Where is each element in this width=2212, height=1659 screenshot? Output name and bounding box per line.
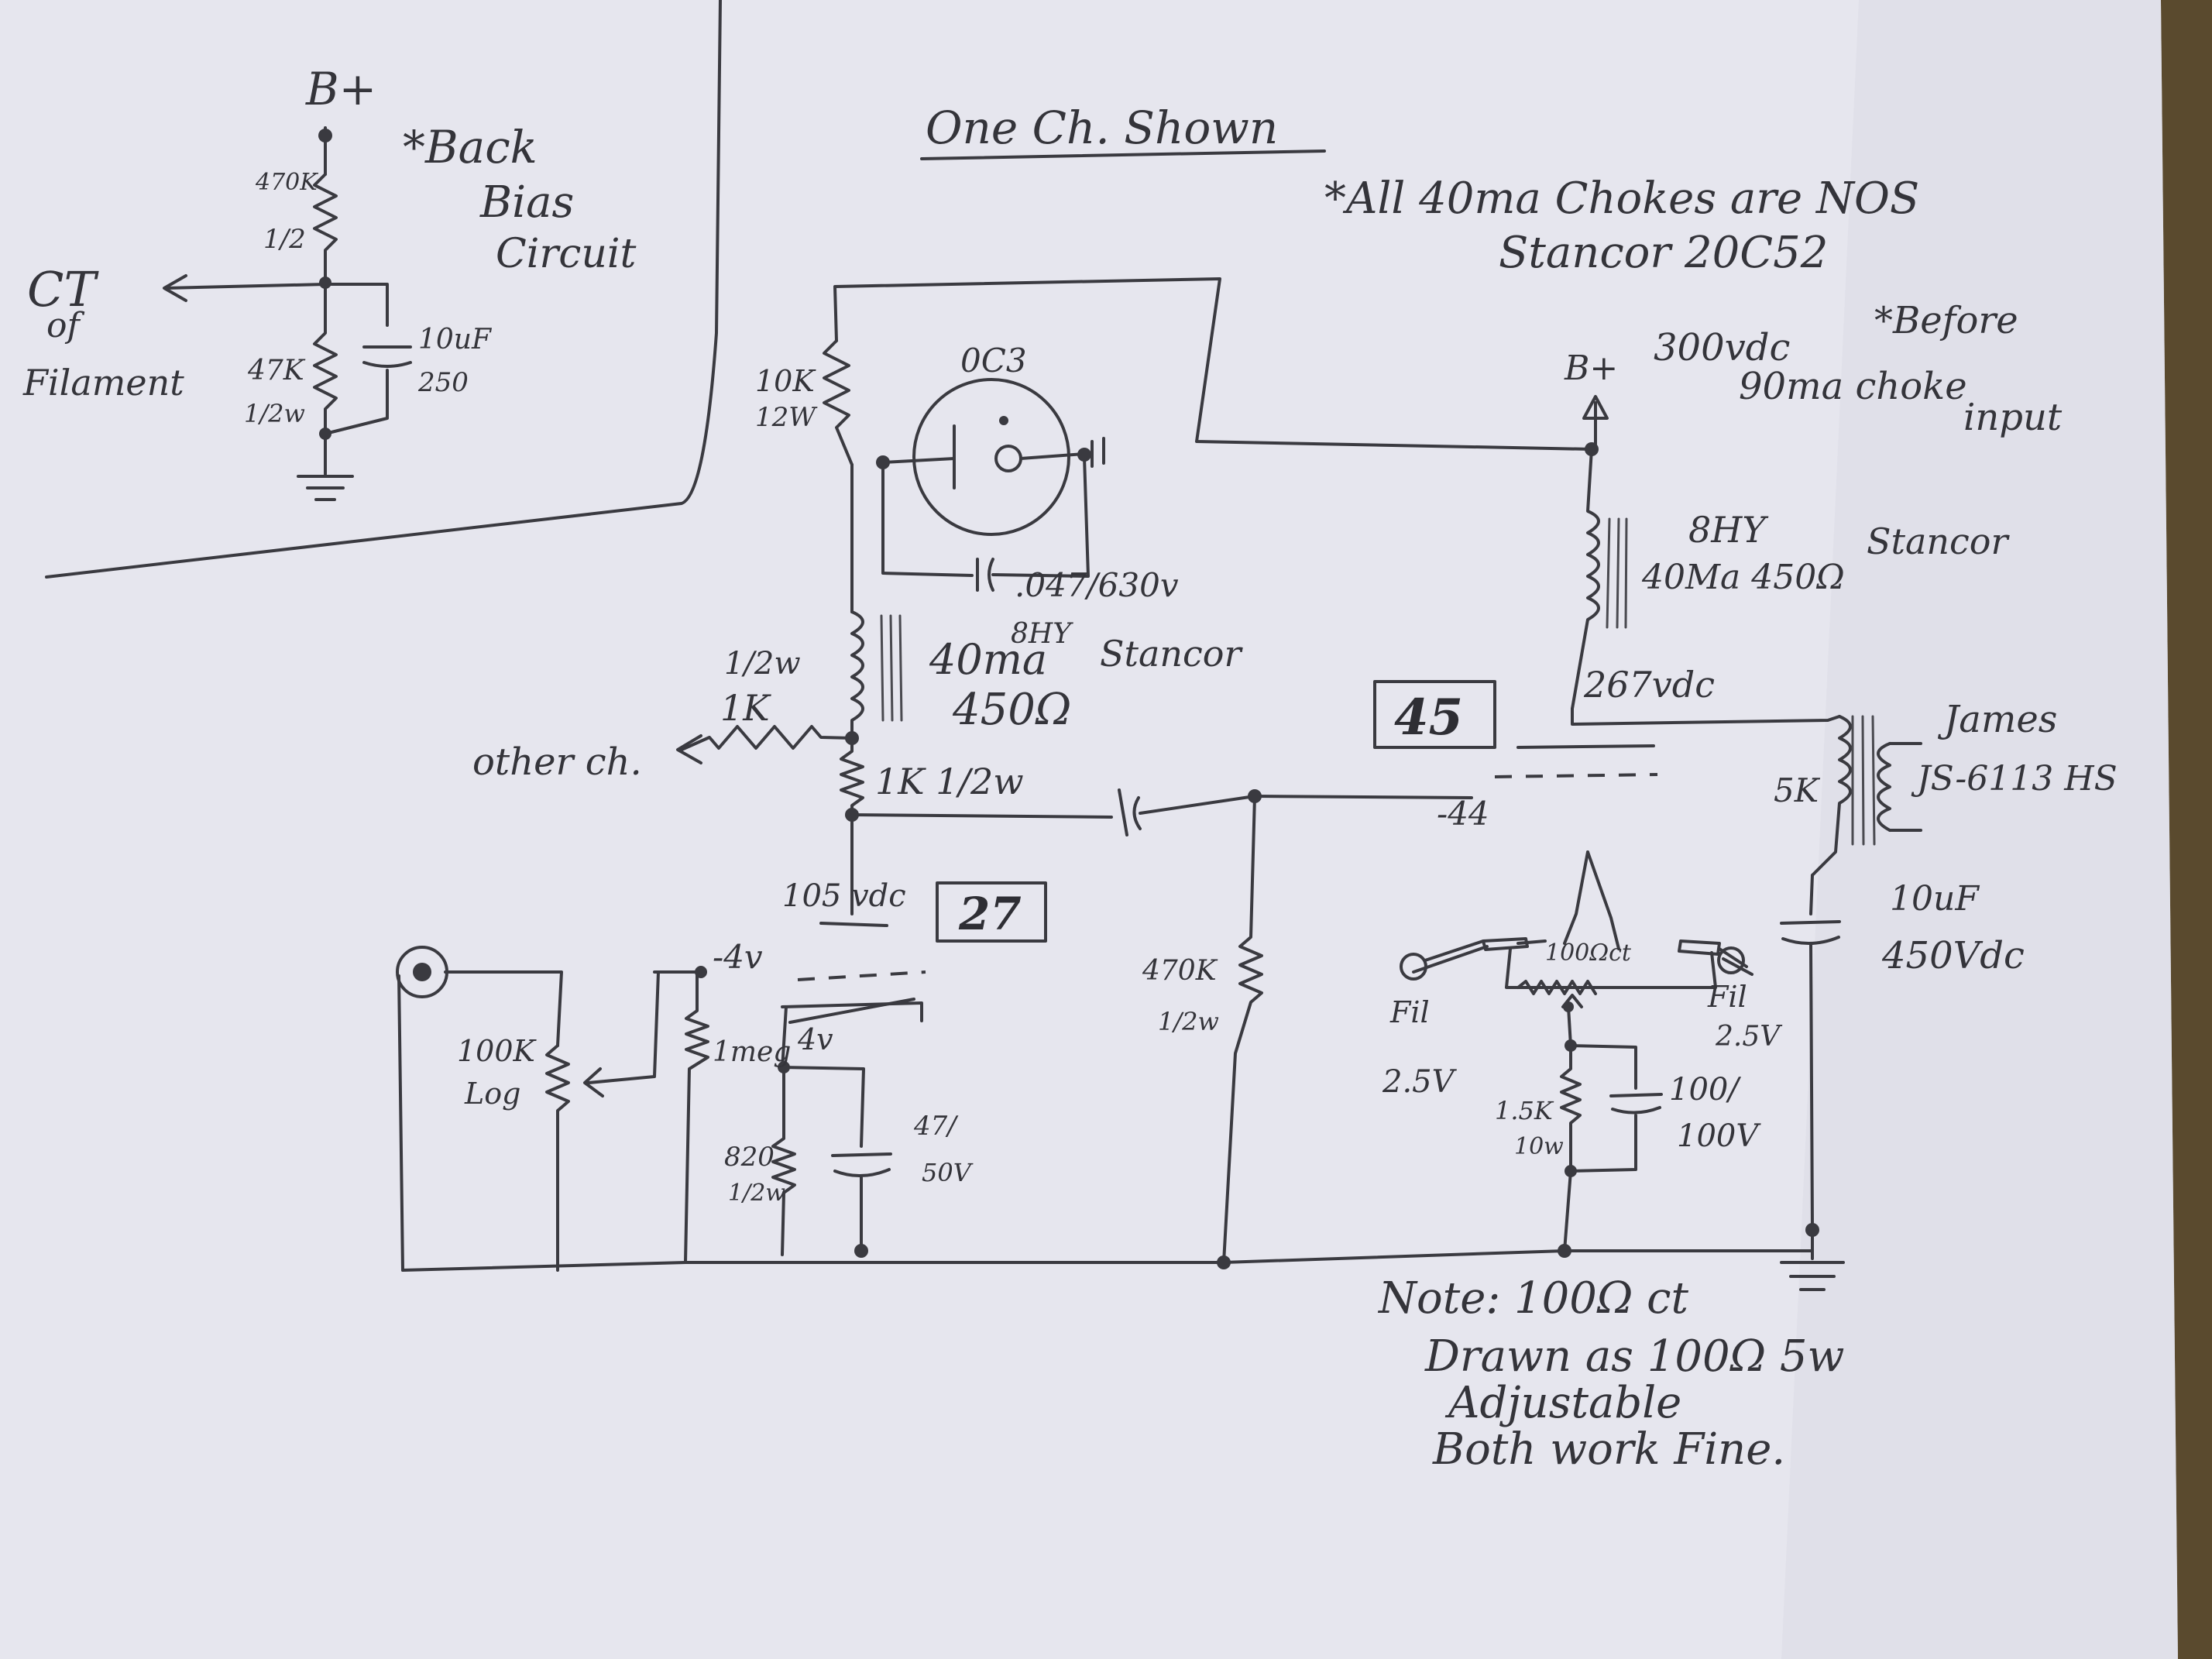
bias-title-3: Circuit bbox=[496, 231, 637, 277]
ct-label-3: Filament bbox=[22, 362, 184, 404]
xfmr-label-2: JS-6113 HS bbox=[1911, 759, 2118, 799]
grid-r-45-2: 1/2w bbox=[1158, 1007, 1219, 1036]
reg-choke-1: 8HY bbox=[1011, 618, 1073, 650]
pot-value: 100K bbox=[457, 1034, 538, 1068]
diagram-title: One Ch. Shown bbox=[926, 101, 1278, 154]
reg-choke-2: 40ma bbox=[929, 635, 1047, 684]
tube-27-label: 27 bbox=[958, 888, 1022, 940]
bplus-note-1: *Before bbox=[1874, 299, 2018, 342]
bias-title-1: *Back bbox=[403, 121, 538, 173]
bias-cap-volt: 250 bbox=[417, 367, 469, 398]
reg-cap-label: .047/630v bbox=[1015, 566, 1179, 604]
grid-r-27: 1meg bbox=[713, 1036, 791, 1068]
choke-note-1: *All 40ma Chokes are NOS bbox=[1324, 173, 1919, 224]
cath-r-27-2: 1/2w bbox=[728, 1180, 785, 1207]
rk-45-2: 10w bbox=[1514, 1133, 1564, 1160]
inset-border bbox=[45, 0, 722, 579]
choke-note-2: Stancor 20C52 bbox=[1499, 228, 1828, 278]
other-r-value: 1K bbox=[720, 687, 771, 729]
bplus-note-2: 90ma choke bbox=[1739, 365, 1967, 408]
bias-r1-value: 470K bbox=[255, 169, 318, 196]
back-bias-inset bbox=[45, 0, 722, 579]
volts-105: 105 vdc bbox=[782, 878, 906, 914]
footer-note-3: Adjustable bbox=[1444, 1378, 1681, 1428]
other-r-watt: 1/2w bbox=[724, 646, 801, 682]
cath-c-27-2: 50V bbox=[922, 1158, 974, 1187]
bias-bplus: B+ bbox=[305, 63, 376, 115]
reg-choke-3: 450Ω bbox=[952, 685, 1071, 735]
grid-r-45-1: 470K bbox=[1142, 955, 1218, 987]
other-ch-label: other ch. bbox=[472, 740, 642, 784]
ct-label-1: CT bbox=[27, 261, 99, 318]
bias-cap-value: 10uF bbox=[418, 324, 493, 356]
cath-c-27-1: 47/ bbox=[913, 1111, 959, 1142]
grid-v-45: -44 bbox=[1437, 795, 1489, 833]
bplus-label: B+ bbox=[1564, 349, 1618, 388]
reg-choke-4: Stancor bbox=[1100, 633, 1244, 675]
rk-45-1: 1.5K bbox=[1495, 1096, 1554, 1125]
tube-27-box bbox=[936, 881, 1047, 943]
out-cap-2: 450Vdc bbox=[1881, 934, 2025, 977]
out-choke-2: 40Ma 450Ω bbox=[1641, 558, 1845, 597]
fil-right-1: Fil bbox=[1707, 980, 1747, 1014]
grid-v-27: -4v bbox=[713, 938, 763, 976]
r-1k-label: 1K 1/2w bbox=[875, 761, 1024, 802]
title-underline bbox=[920, 149, 1326, 160]
xfmr-label-1: James bbox=[1937, 698, 2057, 741]
ct-pot-label: 100Ωct bbox=[1545, 939, 1632, 967]
output-stage-45 bbox=[1222, 395, 1922, 1291]
bias-title-2: Bias bbox=[479, 177, 574, 228]
reg-r-watt: 12W bbox=[755, 402, 818, 433]
bias-r2-watt: 1/2w bbox=[244, 399, 305, 428]
out-cap-1: 10uF bbox=[1890, 879, 1980, 919]
footer-note-4: Both work Fine. bbox=[1432, 1424, 1785, 1475]
reg-r-value: 10K bbox=[755, 364, 816, 398]
xfmr-impedance: 5K bbox=[1774, 771, 1821, 809]
ct-label-2: of bbox=[46, 306, 84, 345]
oc3-label: 0C3 bbox=[960, 342, 1027, 380]
fil-left-1: Fil bbox=[1389, 995, 1430, 1029]
tube-45-label: 45 bbox=[1394, 689, 1463, 747]
fil-right-2: 2.5V bbox=[1715, 1021, 1783, 1053]
regulator-section bbox=[676, 277, 1593, 915]
cathode-v-27: 4v bbox=[797, 1022, 833, 1056]
cath-r-27-1: 820 bbox=[724, 1142, 775, 1173]
0c3-tube bbox=[912, 378, 1070, 536]
volts-267: 267vdc bbox=[1583, 664, 1715, 706]
bias-r1-watt: 1/2 bbox=[263, 224, 306, 255]
out-choke-1: 8HY bbox=[1688, 509, 1769, 551]
bplus-note-3: input bbox=[1963, 396, 2063, 439]
pot-taper: Log bbox=[464, 1077, 520, 1111]
footer-note-1: Note: 100Ω ct bbox=[1377, 1273, 1689, 1324]
tube-45-box bbox=[1373, 680, 1496, 749]
bplus-volts: 300vdc bbox=[1654, 326, 1790, 369]
ck-45-2: 100V bbox=[1677, 1118, 1761, 1154]
out-choke-3: Stancor bbox=[1867, 520, 2011, 562]
paper-shade bbox=[1781, 0, 2178, 1659]
bias-r2-value: 47K bbox=[247, 355, 306, 386]
footer-note-2: Drawn as 100Ω 5w bbox=[1424, 1331, 1844, 1382]
ck-45-1: 100/ bbox=[1669, 1072, 1741, 1108]
fil-left-2: 2.5V bbox=[1382, 1064, 1458, 1100]
